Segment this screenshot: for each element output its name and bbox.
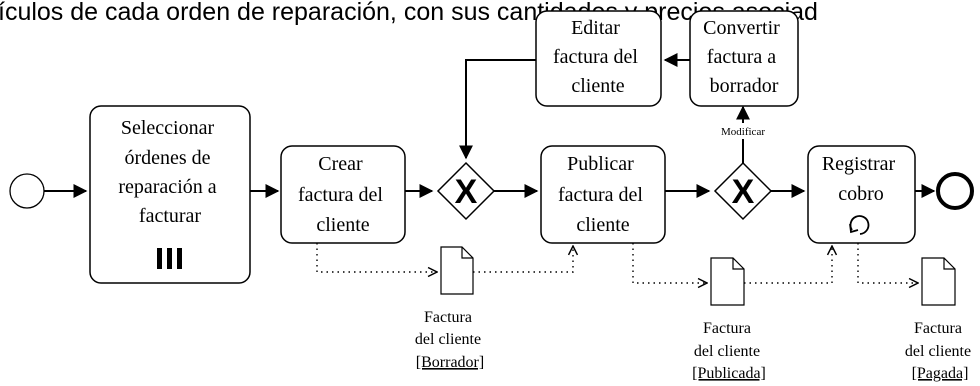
- exclusive-gateway-1: X: [436, 161, 496, 221]
- task-seleccionar-ordenes: Seleccionar órdenes de reparación a fact…: [89, 105, 251, 284]
- svg-text:Convertir factura a: Convertir factura a borrador: [703, 17, 785, 97]
- task-convertir-line-2: factura a: [707, 46, 777, 68]
- doc-pagada-line-2: del cliente: [905, 343, 971, 360]
- doc-publicada-line-2: del cliente: [694, 343, 760, 360]
- task-publicar-line-1: Publicar: [567, 153, 634, 175]
- task-editar-line-1: Editar: [571, 17, 620, 39]
- task-seleccionar-line-1: Seleccionar: [121, 117, 215, 139]
- task-convertir-factura: Convertir factura a borrador: [689, 10, 799, 107]
- loop-marker-icon: [849, 215, 870, 235]
- task-seleccionar-line-3: reparación a: [118, 176, 216, 198]
- task-convertir-line-1: Convertir: [703, 17, 780, 39]
- task-registrar-line-1: Registrar: [822, 153, 896, 175]
- task-publicar-line-3: cliente: [576, 214, 629, 236]
- svg-text:Crear factura del: Crear factura del cliente: [298, 153, 388, 236]
- task-convertir-line-3: borrador: [710, 75, 779, 97]
- task-publicar-factura: Publicar factura del cliente: [540, 145, 666, 244]
- doc-publicada-line-3: [Publicada]: [692, 365, 766, 382]
- task-crear-line-3: cliente: [316, 214, 369, 236]
- data-object-publicada: Factura del cliente [Publicada]: [692, 257, 766, 382]
- header-text: ículos de cada orden de reparación, con …: [0, 0, 818, 26]
- gateway-x-icon: X: [455, 173, 478, 211]
- data-object-pagada: Factura del cliente [Pagada]: [905, 257, 975, 382]
- task-registrar-line-2: cobro: [838, 183, 884, 205]
- svg-text:Publicar factura del: Publicar factura del cliente: [558, 153, 648, 236]
- multi-instance-marker-icon: [157, 248, 182, 269]
- svg-text:Factura del cliente: Factura del cliente [Borrador]: [415, 309, 485, 371]
- svg-text:Seleccionar órdenes de: Seleccionar órdenes de reparación a fact…: [118, 117, 221, 227]
- task-crear-line-1: Crear: [318, 153, 363, 175]
- svg-text:Editar factura del: Editar factura del cliente: [553, 17, 643, 97]
- doc-pagada-line-3: [Pagada]: [912, 365, 969, 382]
- task-editar-factura: Editar factura del cliente: [535, 10, 662, 107]
- exclusive-gateway-2: X: [713, 161, 773, 221]
- end-event: [936, 172, 974, 210]
- task-crear-line-2: factura del: [298, 184, 383, 206]
- svg-text:Registrar cobro: Registrar cobro: [822, 153, 900, 205]
- task-editar-line-2: factura del: [553, 46, 638, 68]
- task-publicar-line-2: factura del: [558, 184, 643, 206]
- doc-pagada-line-1: Factura: [914, 320, 962, 337]
- task-registrar-cobro: Registrar cobro: [807, 145, 916, 244]
- doc-publicada-line-1: Factura: [703, 320, 751, 337]
- task-crear-factura: Crear factura del cliente: [280, 145, 406, 244]
- task-seleccionar-line-2: órdenes de: [124, 147, 210, 169]
- condition-modificar: Modificar: [721, 126, 765, 138]
- doc-borrador-line-3: [Borrador]: [416, 354, 484, 371]
- gateway-x-icon-2: X: [732, 173, 755, 211]
- task-seleccionar-line-4: facturar: [139, 205, 202, 227]
- doc-borrador-line-2: del cliente: [415, 331, 481, 348]
- svg-text:Factura del cliente: Factura del cliente [Publicada]: [692, 320, 766, 382]
- start-event: [9, 173, 45, 209]
- task-editar-line-3: cliente: [571, 75, 624, 97]
- data-object-borrador: Factura del cliente [Borrador]: [415, 246, 485, 371]
- svg-text:Factura del cliente: Factura del cliente [Pagada]: [905, 320, 975, 382]
- doc-borrador-line-1: Factura: [424, 309, 472, 326]
